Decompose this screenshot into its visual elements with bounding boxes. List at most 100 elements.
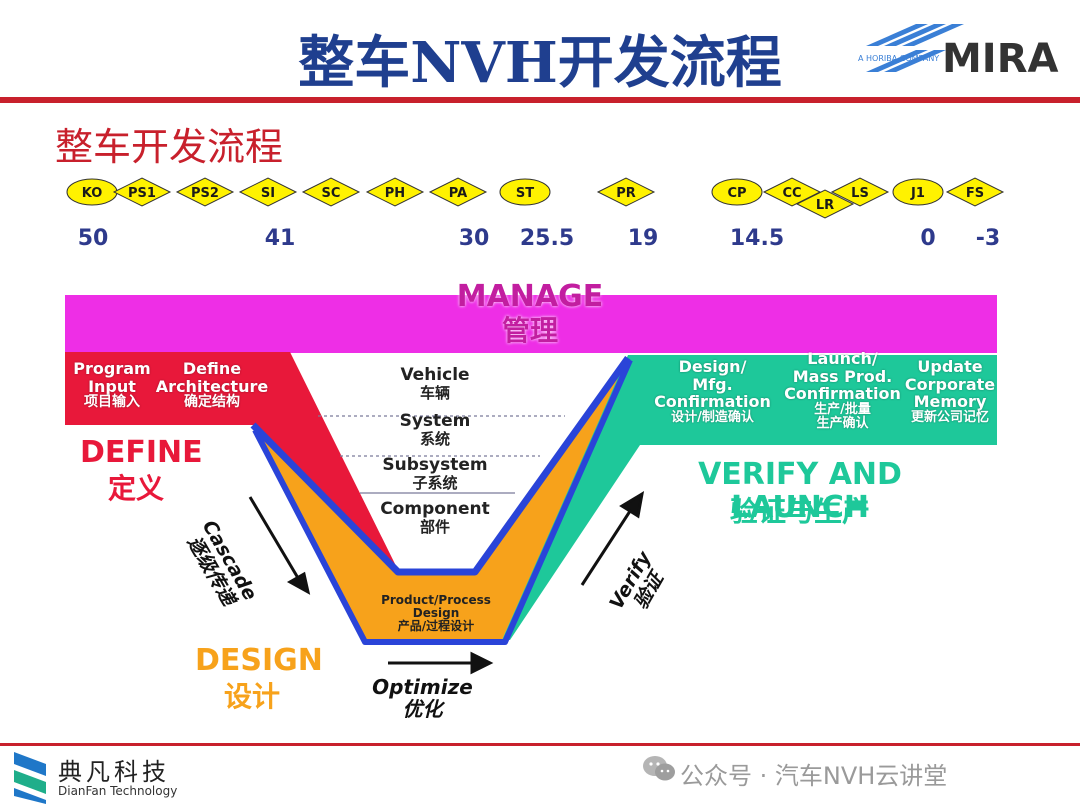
footer-divider: [0, 743, 1080, 746]
manage-label-en: MANAGE: [456, 279, 604, 314]
milestone-fs-label: FS: [966, 186, 984, 201]
cascade-arrow: [248, 496, 300, 579]
level-dividers: [318, 415, 565, 457]
week-number: 19: [627, 226, 659, 251]
verify-arrowhead-icon: [619, 491, 645, 519]
v-outline: [250, 355, 631, 576]
milestone-st-marker: [499, 178, 551, 206]
milestone-si-marker: [238, 177, 298, 207]
verify-box-line: 生产确认: [816, 416, 869, 432]
week-number: 30: [458, 226, 490, 251]
logo-tagline: A HORIBA COMPANY: [858, 54, 939, 63]
launch-confirmation-box: Launch/ Mass Prod. Confirmation 生产/批量 生产…: [780, 350, 905, 431]
design-mfg-confirmation-box: Design/ Mfg. Confirmation 设计/制造确认: [650, 358, 775, 425]
optimize-label-cn: 优化: [402, 697, 443, 721]
program-input-box: Program Input 项目输入: [62, 360, 162, 411]
week-number: 14.5: [729, 226, 785, 251]
define-region: [65, 352, 398, 570]
milestone-lr-marker: [795, 189, 855, 219]
level-vehicle: Vehicle 车辆: [355, 366, 515, 401]
optimize-arrowhead-icon: [470, 651, 494, 675]
verify-box-line: Design/: [678, 357, 747, 376]
bottom-box-line: Design: [412, 606, 460, 621]
phase-design-en: DESIGN: [195, 643, 323, 678]
level-vehicle-cn: 车辆: [419, 383, 450, 402]
wechat-account-label: 公众号 · 汽车NVH云讲堂: [680, 762, 948, 790]
milestone-ko-label: KO: [82, 186, 103, 201]
milestone-j1-marker: [892, 178, 944, 206]
verify-arrow: [580, 507, 634, 586]
milestone-pa-marker: [428, 177, 488, 207]
week-number: 50: [77, 226, 109, 251]
level-system-en: System: [399, 411, 471, 431]
level-subsystem: Subsystem 子系统: [355, 456, 515, 491]
define-architecture-box: Define Architecture 确定结构: [152, 360, 272, 411]
product-process-design-box: Product/Process Design 产品/过程设计: [368, 593, 504, 634]
verify-box-line: 更新公司记忆: [910, 409, 989, 425]
manage-label-cn: 管理: [501, 314, 558, 347]
phase-define-cn: 定义: [108, 472, 165, 505]
level-subsystem-en: Subsystem: [382, 455, 488, 475]
page-title: 整车NVH开发流程: [298, 30, 782, 96]
level-component-cn: 部件: [419, 517, 450, 536]
update-memory-box: Update Corporate Memory 更新公司记忆: [895, 358, 1005, 425]
define-architecture-line: 确定结构: [184, 394, 240, 411]
footer-company-en: DianFan Technology: [58, 784, 178, 798]
v-outline-inner: [252, 358, 633, 645]
verify-box-line: Mfg.: [692, 374, 733, 394]
program-input-line: 项目输入: [84, 394, 140, 411]
milestone-ls-label: LS: [851, 186, 869, 201]
milestone-sc-marker: [301, 177, 361, 207]
milestone-cp-label: CP: [727, 186, 746, 201]
level-component-en: Component: [380, 499, 490, 519]
milestone-pr-label: PR: [616, 186, 636, 201]
verify-box-line: Corporate: [904, 374, 996, 394]
milestone-sc-label: SC: [322, 186, 341, 201]
milestone-pa-label: PA: [449, 186, 467, 201]
milestone-si-label: SI: [261, 186, 275, 201]
design-region: [255, 358, 628, 640]
milestone-cc-label: CC: [782, 186, 801, 201]
milestone-j1-label: J1: [910, 186, 925, 201]
verify-box-line: Launch/: [807, 349, 878, 368]
define-architecture-line: Define: [182, 359, 242, 378]
logo-brand: MIRA: [942, 36, 1058, 82]
level-subsystem-cn: 子系统: [412, 473, 458, 492]
bottom-box-line: Product/Process: [381, 593, 491, 607]
verify-region: [502, 355, 997, 640]
week-number: 0: [920, 226, 936, 251]
title-divider: [0, 97, 1080, 103]
cascade-arrowhead-icon: [286, 571, 311, 595]
define-architecture-line: Architecture: [155, 376, 269, 396]
week-number: -3: [975, 226, 1001, 251]
milestone-ph-label: PH: [385, 186, 405, 201]
phase-verify-cn: 验证与生产: [729, 495, 870, 528]
company-logo-icon: [14, 752, 46, 804]
milestone-fs-marker: [945, 177, 1005, 207]
milestone-ps1-marker: [112, 177, 172, 207]
verify-box-line: Memory: [913, 392, 987, 412]
optimize-label-en: Optimize: [372, 675, 473, 699]
milestone-ps2-label: PS2: [191, 186, 219, 201]
verify-box-line: 设计/制造确认: [671, 409, 754, 425]
phase-verify-en: VERIFY AND LAUNCH: [698, 457, 902, 525]
program-input-line: Program: [73, 359, 151, 378]
level-system-cn: 系统: [419, 429, 450, 448]
section-subtitle: 整车开发流程: [55, 125, 284, 169]
mira-logo: A HORIBA COMPANY MIRA: [858, 24, 1058, 82]
verify-box-line: Update: [917, 357, 983, 376]
week-number: 25.5: [519, 226, 575, 251]
milestone-st-label: ST: [516, 186, 534, 201]
program-input-line: Input: [88, 376, 136, 396]
milestone-lr-label: LR: [816, 198, 834, 213]
phase-define-en: DEFINE: [80, 435, 203, 470]
verify-box-line: Confirmation: [784, 384, 901, 404]
footer-company-cn: 典凡科技: [58, 758, 170, 786]
milestone-ps2-marker: [175, 177, 235, 207]
verify-box-line: 生产/批量: [814, 401, 871, 417]
level-system: System 系统: [355, 412, 515, 447]
milestone-cp-marker: [711, 178, 763, 206]
manage-band: [65, 295, 997, 353]
